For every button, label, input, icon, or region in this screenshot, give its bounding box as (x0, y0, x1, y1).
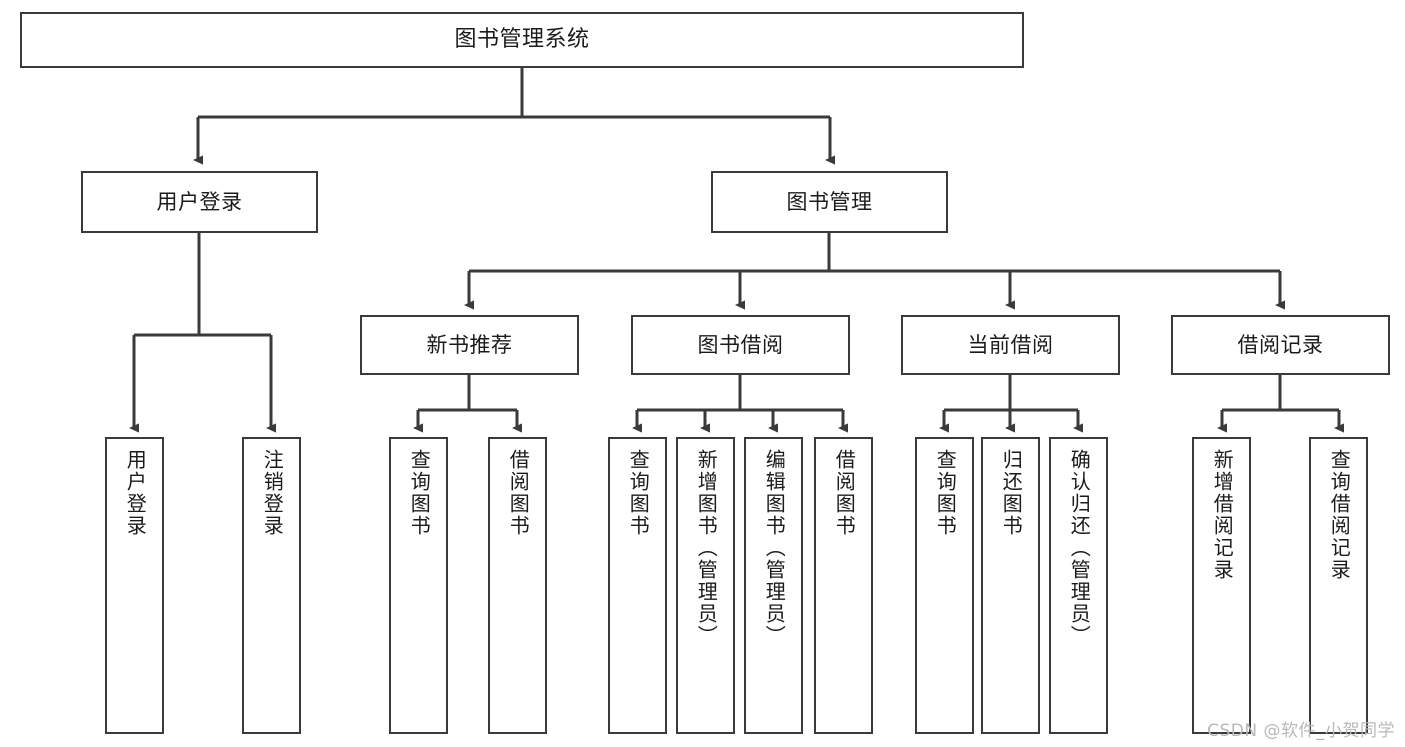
node-label: 归还图书 (999, 449, 1024, 537)
node-label: 借阅图书 (506, 449, 531, 537)
node-leaf-query-book-3[interactable]: 查询图书 (915, 437, 974, 734)
node-label: 查询图书 (407, 449, 432, 537)
node-label: 图书管理 (786, 189, 873, 214)
node-new-book-recommend[interactable]: 新书推荐 (360, 315, 579, 375)
node-label: 编辑图书（管理员） (762, 449, 787, 647)
node-current-borrow[interactable]: 当前借阅 (901, 315, 1120, 375)
node-book-management[interactable]: 图书管理 (711, 171, 948, 233)
node-label: 新增借阅记录 (1210, 449, 1235, 581)
node-leaf-edit-book[interactable]: 编辑图书（管理员） (744, 437, 803, 734)
node-leaf-borrow-book-1[interactable]: 借阅图书 (488, 437, 547, 734)
node-leaf-query-record[interactable]: 查询借阅记录 (1309, 437, 1368, 734)
node-label: 图书借阅 (697, 332, 784, 357)
node-label: 新书推荐 (426, 332, 513, 357)
node-label: 用户登录 (156, 189, 243, 214)
node-label: 注销登录 (260, 449, 285, 537)
node-leaf-user-login[interactable]: 用户登录 (105, 437, 164, 734)
node-label: 查询图书 (626, 449, 651, 537)
node-label: 当前借阅 (967, 332, 1054, 357)
node-label: 查询图书 (933, 449, 958, 537)
node-leaf-borrow-book-2[interactable]: 借阅图书 (814, 437, 873, 734)
node-leaf-query-book-1[interactable]: 查询图书 (389, 437, 448, 734)
node-label: 用户登录 (123, 449, 148, 537)
node-leaf-query-book-2[interactable]: 查询图书 (608, 437, 667, 734)
node-leaf-return-book[interactable]: 归还图书 (981, 437, 1040, 734)
node-label: 图书管理系统 (454, 27, 590, 53)
node-leaf-add-book[interactable]: 新增图书（管理员） (676, 437, 735, 734)
node-leaf-logout-login[interactable]: 注销登录 (242, 437, 301, 734)
csdn-watermark: CSDN @软件_小贺同学 (1207, 721, 1395, 741)
node-leaf-confirm-return[interactable]: 确认归还（管理员） (1049, 437, 1108, 734)
node-label: 新增图书（管理员） (694, 449, 719, 647)
node-label: 查询借阅记录 (1327, 449, 1352, 581)
node-book-borrow[interactable]: 图书借阅 (631, 315, 850, 375)
node-root-system[interactable]: 图书管理系统 (20, 12, 1024, 68)
node-label: 借阅图书 (832, 449, 857, 537)
node-label: 确认归还（管理员） (1067, 449, 1092, 647)
node-user-login[interactable]: 用户登录 (81, 171, 318, 233)
node-borrow-record[interactable]: 借阅记录 (1171, 315, 1390, 375)
node-label: 借阅记录 (1237, 332, 1324, 357)
node-leaf-add-record[interactable]: 新增借阅记录 (1192, 437, 1251, 734)
